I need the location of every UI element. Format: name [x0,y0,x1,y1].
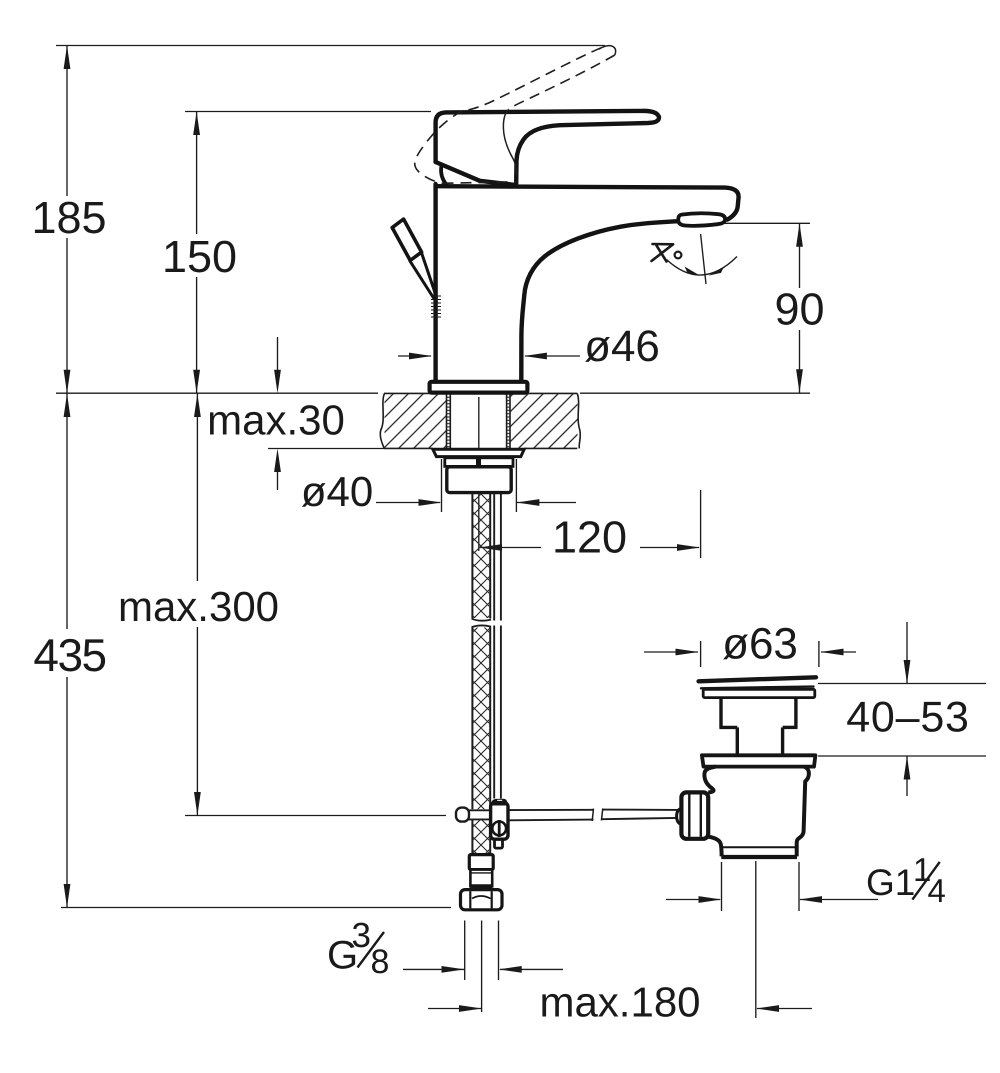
svg-text:max.30: max.30 [207,397,345,444]
svg-text:185: 185 [31,192,106,243]
svg-text:40–53: 40–53 [846,694,970,742]
svg-text:ø40: ø40 [301,468,373,515]
svg-text:435: 435 [33,629,105,681]
svg-text:G1: G1 [866,862,915,903]
svg-text:max.300: max.300 [118,583,279,630]
svg-text:150: 150 [162,231,237,282]
svg-text:ø46: ø46 [584,322,660,371]
svg-text:max.180: max.180 [539,979,700,1026]
svg-text:3: 3 [352,916,371,955]
svg-text:G: G [327,934,358,978]
svg-text:4: 4 [928,872,946,909]
svg-text:120: 120 [552,512,627,563]
svg-text:8: 8 [371,943,390,981]
svg-text:ø63: ø63 [722,620,798,669]
svg-text:90: 90 [774,284,824,335]
